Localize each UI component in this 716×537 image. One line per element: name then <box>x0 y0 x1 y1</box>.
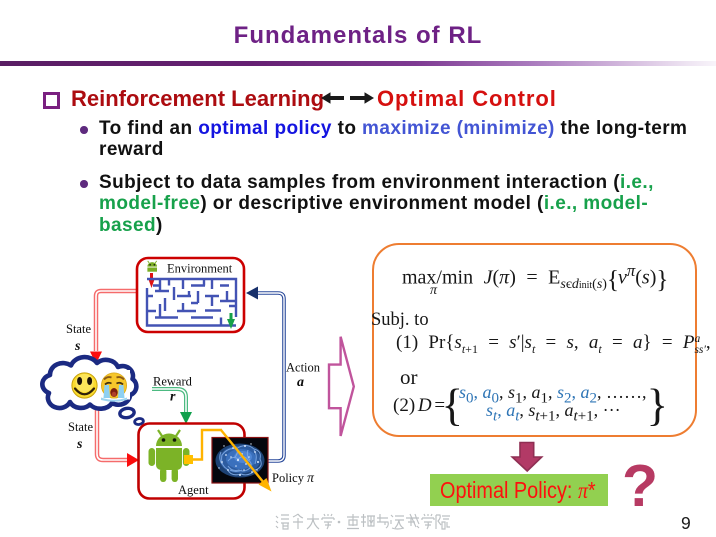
svg-text:Reward: Reward <box>153 375 193 389</box>
svg-text:a: a <box>297 375 304 390</box>
svg-text:Policy π: Policy π <box>272 470 315 485</box>
svg-text:Agent: Agent <box>178 483 209 497</box>
svg-text:Action: Action <box>286 361 321 375</box>
svg-text:r: r <box>170 390 176 405</box>
svg-text:Environment: Environment <box>167 262 233 276</box>
svg-text:s: s <box>74 339 81 354</box>
svg-text:s: s <box>76 437 83 452</box>
svg-text:State: State <box>66 322 91 336</box>
svg-text:State: State <box>68 420 93 434</box>
